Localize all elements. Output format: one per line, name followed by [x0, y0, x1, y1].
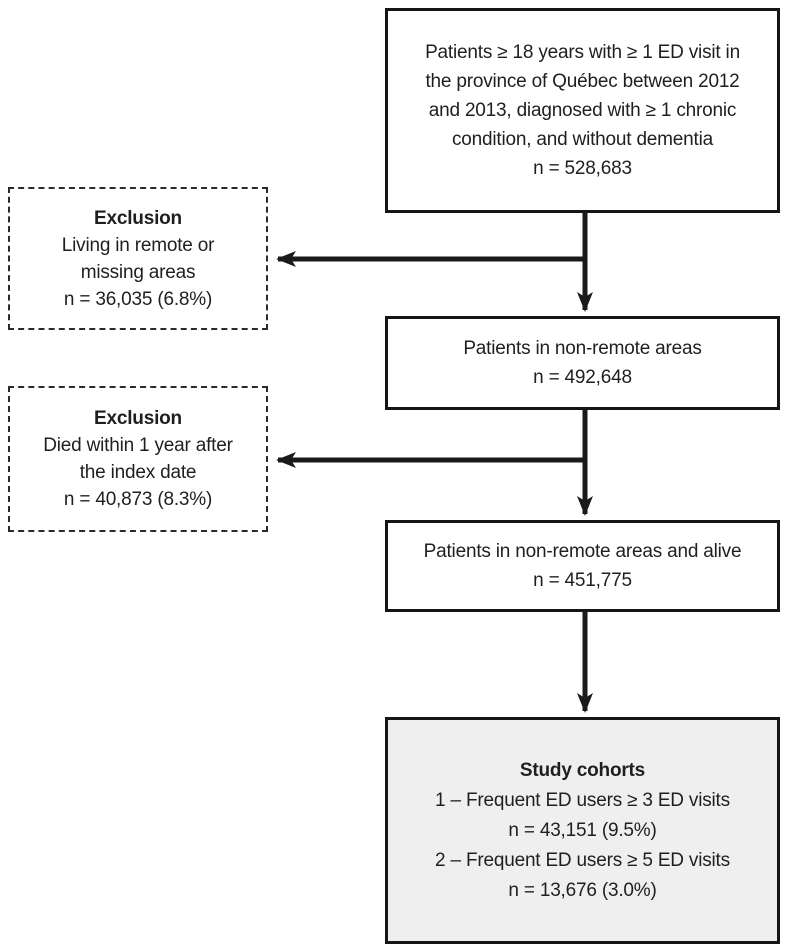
box-line: Living in remote or — [61, 234, 215, 256]
box-count: n = 36,035 (6.8%) — [63, 288, 213, 310]
box-line: condition, and without dementia — [451, 129, 714, 150]
box-line: and 2013, diagnosed with ≥ 1 chronic — [428, 100, 737, 121]
box-count: n = 451,775 — [533, 570, 632, 591]
box-line: 1 – Frequent ED users ≥ 3 ED visits — [435, 789, 730, 811]
exclusion-died-box: Exclusion Died within 1 year after the i… — [8, 386, 268, 532]
exclusion-title: Exclusion — [94, 408, 182, 429]
box-line: missing areas — [80, 261, 196, 283]
box-count: n = 528,683 — [533, 158, 632, 179]
study-cohorts-box: Study cohorts 1 – Frequent ED users ≥ 3 … — [385, 717, 780, 944]
box-line: Patients in non-remote areas and alive — [423, 541, 742, 562]
box-line: Patients in non-remote areas — [463, 338, 702, 359]
box-count: n = 492,648 — [533, 367, 632, 388]
exclusion-remote-box: Exclusion Living in remote or missing ar… — [8, 187, 268, 330]
box-count: n = 13,676 (3.0%) — [508, 879, 657, 901]
alive-patients-box: Patients in non-remote areas and alive n… — [385, 520, 780, 612]
study-cohorts-title: Study cohorts — [519, 759, 646, 781]
box-count: n = 40,873 (8.3%) — [63, 489, 213, 510]
box-line: the index date — [79, 462, 197, 483]
box-line: Died within 1 year after — [43, 435, 233, 456]
nonremote-patients-box: Patients in non-remote areas n = 492,648 — [385, 316, 780, 410]
eligible-patients-box: Patients ≥ 18 years with ≥ 1 ED visit in… — [385, 8, 780, 213]
box-line: the province of Québec between 2012 — [425, 71, 740, 92]
box-line: 2 – Frequent ED users ≥ 5 ED visits — [435, 849, 730, 871]
box-line: Patients ≥ 18 years with ≥ 1 ED visit in — [425, 42, 740, 63]
box-count: n = 43,151 (9.5%) — [508, 819, 657, 841]
exclusion-title: Exclusion — [94, 207, 182, 229]
